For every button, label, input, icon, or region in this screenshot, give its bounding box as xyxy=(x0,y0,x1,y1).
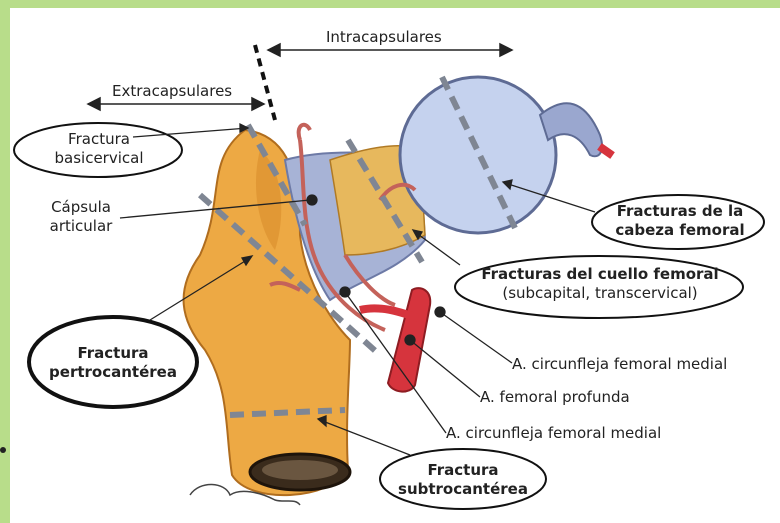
subtrochanteric-label: Fractura subtrocantérea xyxy=(390,461,536,499)
femoral-head xyxy=(400,77,556,233)
extracapsular-label: Extracapsulares xyxy=(112,82,232,100)
basicervical-label: Fractura basicervical xyxy=(40,130,158,168)
intracapsular-label: Intracapsulares xyxy=(326,28,442,46)
artery-label-2: A. femoral profunda xyxy=(480,388,630,406)
femoral-neck-label: Fracturas del cuello femoral (subcapital… xyxy=(462,265,738,303)
capsule-boundary-line xyxy=(255,45,275,120)
artery-label-1: A. circunfleja femoral medial xyxy=(512,355,727,373)
pertrochanteric-label: Fractura pertrocantérea xyxy=(38,344,188,382)
capsule-label: Cápsula articular xyxy=(36,198,126,236)
femoral-head-label: Fracturas de la cabeza femoral xyxy=(600,202,760,240)
artery-label-3: A. circunfleja femoral medial xyxy=(446,424,661,442)
